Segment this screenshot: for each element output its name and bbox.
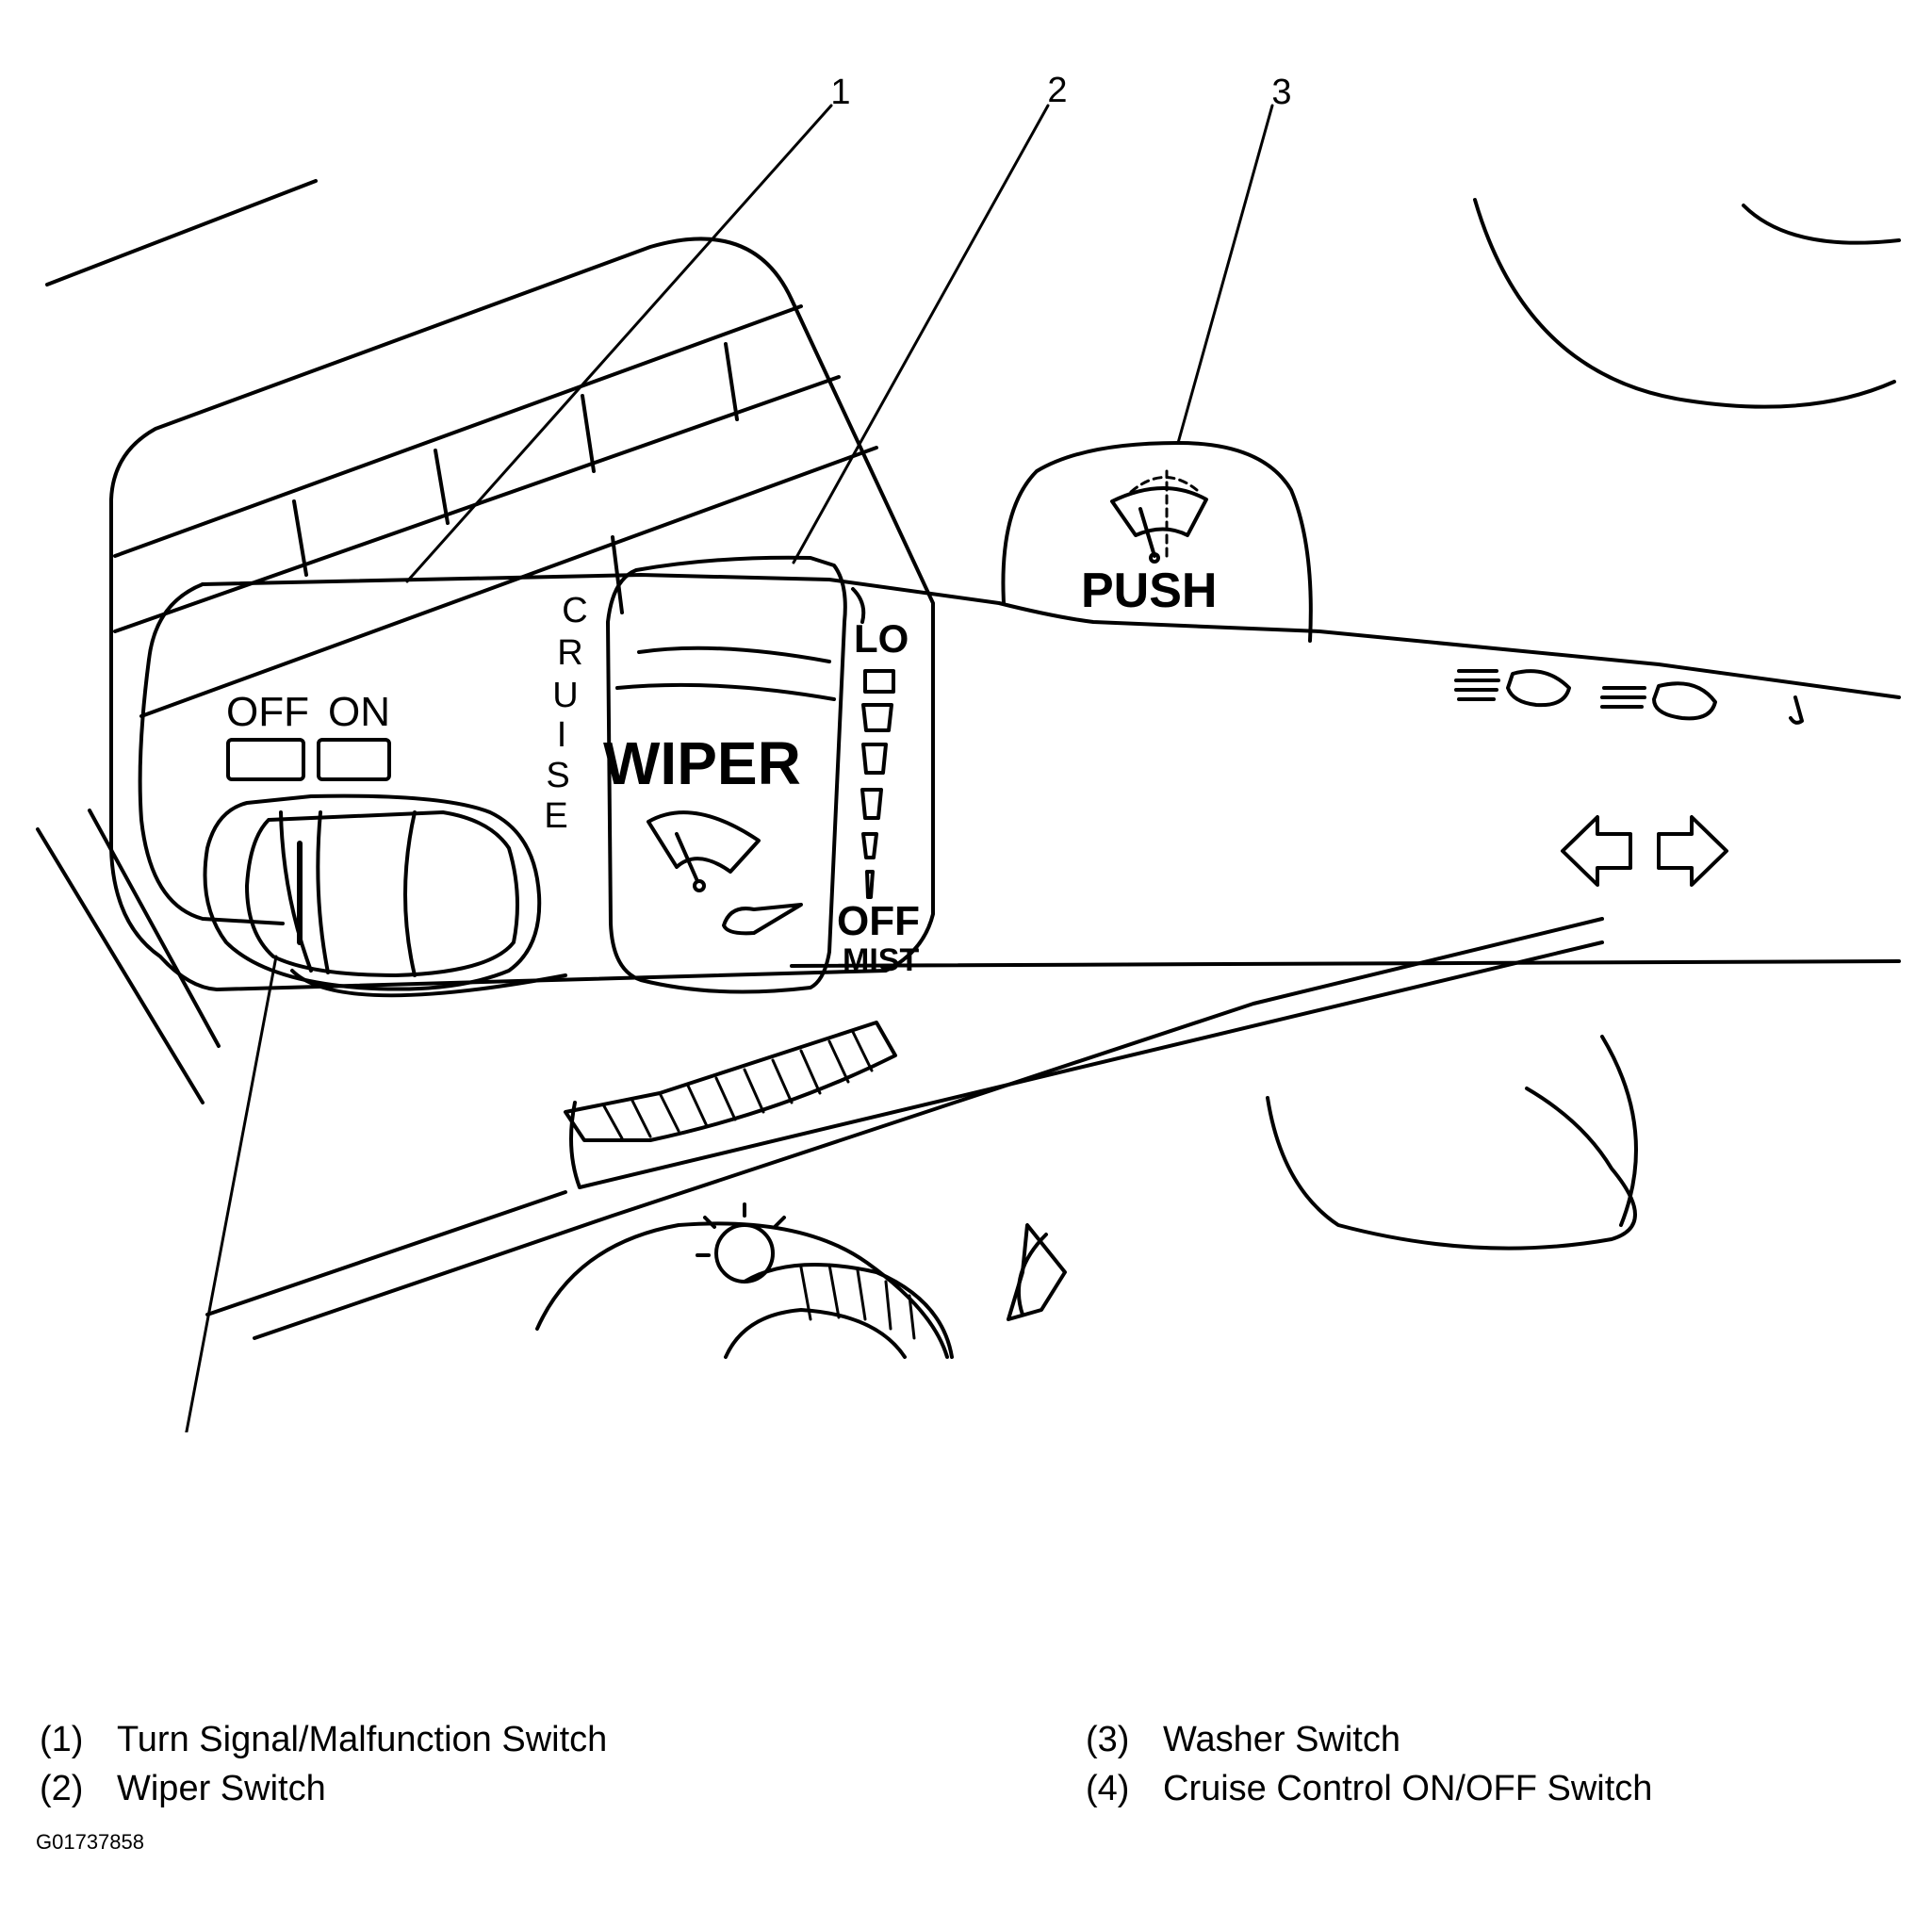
wiper-speed-scale — [851, 587, 895, 899]
turn-signal-arrows-icon — [1561, 815, 1728, 887]
headlamp-knob — [696, 1202, 1067, 1359]
wiper-label: WIPER — [603, 729, 801, 797]
legend-text: Turn Signal/Malfunction Switch — [117, 1720, 608, 1759]
legend-left: (1) Turn Signal/Malfunction Switch (2) W… — [40, 1715, 607, 1813]
legend-num: (4) — [1086, 1769, 1130, 1808]
callout-1: 1 — [830, 73, 850, 112]
legend-text: Cruise Control ON/OFF Switch — [1163, 1769, 1653, 1808]
turn-signal-lever — [138, 573, 1901, 998]
legend-item-2: (2) Wiper Switch — [40, 1764, 607, 1813]
legend-item-4: (4) Cruise Control ON/OFF Switch — [1086, 1764, 1652, 1813]
legend-num: (2) — [40, 1769, 84, 1808]
cruise-off-indicator — [226, 738, 305, 781]
cruise-letter: I — [557, 715, 567, 755]
cruise-end-cap — [203, 738, 542, 991]
cruise-letter: R — [557, 633, 582, 673]
cruise-letter: E — [544, 796, 567, 836]
cruise-letter: S — [546, 756, 569, 795]
leader-lines — [185, 104, 1274, 1432]
cruise-label: C R U I S E — [544, 591, 587, 836]
wiper-icon — [647, 810, 803, 936]
figure-id: G01737858 — [36, 1830, 144, 1854]
legend-item-3: (3) Washer Switch — [1086, 1715, 1652, 1764]
leader-line-3 — [1176, 104, 1274, 445]
legend-item-1: (1) Turn Signal/Malfunction Switch — [40, 1715, 607, 1764]
column-shroud — [205, 917, 1638, 1359]
leader-line-4 — [185, 955, 278, 1432]
cruise-rocker-switch — [203, 793, 542, 991]
mist-label: MIST — [843, 942, 919, 978]
vent-panel — [109, 237, 935, 991]
cruise-letter: U — [552, 676, 578, 715]
washer-wiper-icon — [1110, 469, 1208, 564]
off-label: OFF — [837, 898, 920, 944]
cruise-on-indicator — [317, 738, 391, 781]
legend-right: (3) Washer Switch (4) Cruise Control ON/… — [1086, 1715, 1652, 1813]
knurled-ring — [564, 1021, 897, 1142]
callout-3: 3 — [1271, 73, 1291, 112]
wiper-cruise-switch-diagram: 1 2 3 4 C R U I S E OFF ON WIPER PUSH LO… — [36, 71, 1901, 1432]
legend-text: Washer Switch — [1163, 1720, 1400, 1759]
leader-line-2 — [792, 104, 1050, 564]
headlamp-beam-icon — [1454, 669, 1804, 725]
cruise-letter: C — [562, 591, 587, 630]
cruise-off-label: OFF — [226, 689, 309, 735]
legend-text: Wiper Switch — [117, 1769, 326, 1808]
legend-num: (3) — [1086, 1720, 1130, 1759]
cruise-on-label: ON — [328, 689, 390, 735]
push-label: PUSH — [1081, 564, 1217, 618]
callout-2: 2 — [1047, 71, 1067, 110]
legend-num: (1) — [40, 1720, 84, 1759]
wiper-rotary-ring — [606, 555, 847, 994]
leader-line-1 — [405, 104, 833, 583]
lo-label: LO — [854, 616, 909, 661]
